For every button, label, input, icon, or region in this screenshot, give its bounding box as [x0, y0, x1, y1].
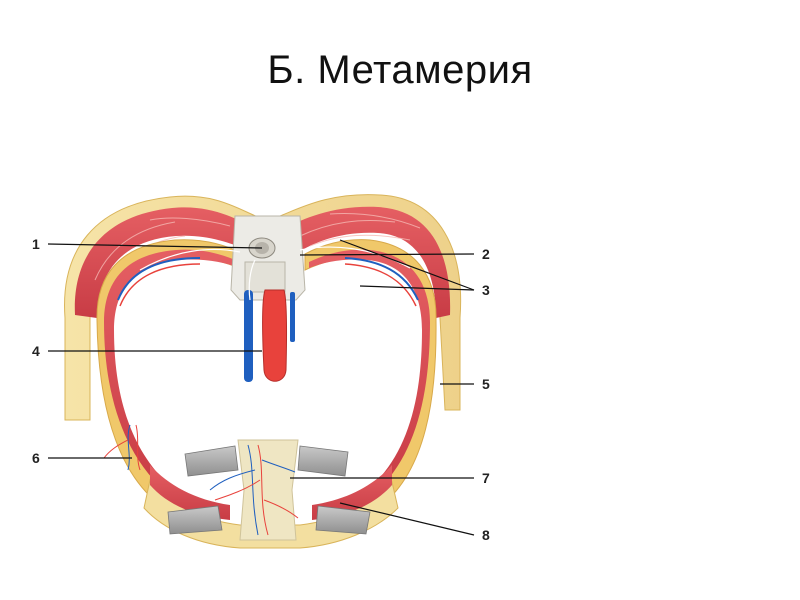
intercostal-artery-right — [344, 263, 417, 307]
costal-cartilage-lower-right — [315, 505, 371, 535]
internal-thoracic-vessels — [209, 444, 299, 536]
costal-cartilage-upper-right — [297, 445, 349, 477]
label-3: 3 — [482, 282, 490, 298]
intercostal-vein-right — [344, 257, 419, 301]
vertebra — [230, 215, 306, 301]
leader-lines — [47, 239, 475, 536]
label-4: 4 — [32, 343, 40, 359]
intercostal-artery-left — [119, 263, 201, 307]
costal-cartilage-lower-left — [167, 505, 223, 535]
intercostal-vein-left — [117, 257, 201, 301]
aorta — [262, 289, 288, 382]
dorsal-muscle — [74, 206, 451, 318]
label-5: 5 — [482, 376, 490, 392]
rectus-muscle-right — [312, 465, 392, 520]
label-6: 6 — [32, 450, 40, 466]
lateral-vessel-branches — [103, 424, 141, 471]
hemiazygos-vein — [290, 292, 295, 342]
rectus-muscle-left — [150, 465, 230, 520]
label-8: 8 — [482, 527, 490, 543]
label-1: 1 — [32, 236, 40, 252]
label-2: 2 — [482, 246, 490, 262]
azygos-vein — [244, 290, 253, 382]
costal-cartilage-upper-left — [184, 445, 239, 477]
slide-title: Б. Метамерия — [267, 48, 533, 92]
sternum — [237, 439, 299, 541]
label-7: 7 — [482, 470, 490, 486]
